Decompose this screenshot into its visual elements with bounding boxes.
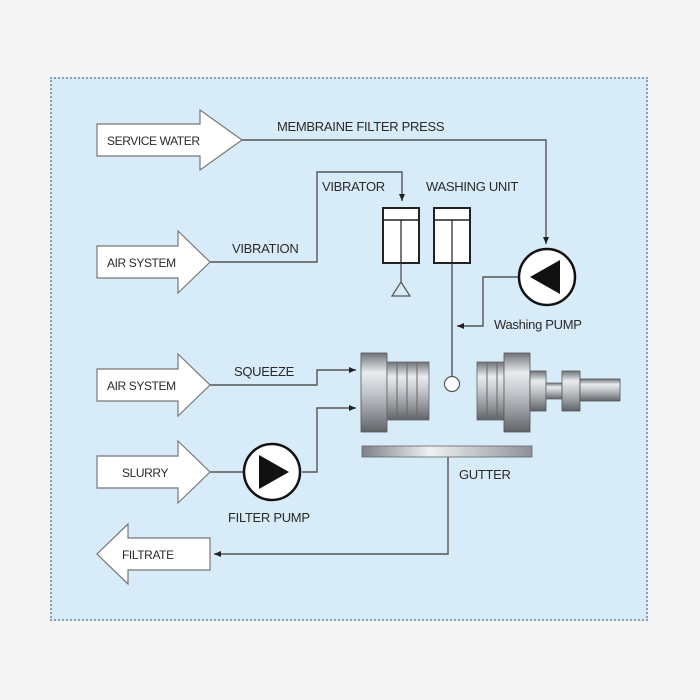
filtrate-label: FILTRATE <box>122 548 174 562</box>
vibrator-label: VIBRATOR <box>322 179 385 194</box>
gutter-label: GUTTER <box>459 467 511 482</box>
washing-unit <box>433 207 471 264</box>
slurry-label: SLURRY <box>122 466 168 480</box>
slurry-line <box>210 405 356 473</box>
squeeze-label: SQUEEZE <box>234 364 295 379</box>
filtrate-line <box>214 452 449 557</box>
vibration-label: VIBRATION <box>232 241 298 256</box>
air-system-vibration-arrow: AIR SYSTEM <box>96 229 211 295</box>
filter-pump-label: FILTER PUMP <box>228 510 310 525</box>
filter-press-left-head <box>360 352 430 433</box>
washing-pump-icon <box>517 247 577 307</box>
squeeze-line <box>210 367 356 386</box>
service-water-line <box>242 139 549 244</box>
filter-press-right-head <box>476 352 621 433</box>
diagram-frame <box>50 77 648 621</box>
filtrate-arrow: FILTRATE <box>96 522 211 586</box>
vibrator-unit <box>382 207 420 297</box>
washing-pump-line <box>451 263 519 376</box>
gutter <box>361 445 533 458</box>
washing-pump-label: Washing PUMP <box>494 317 582 332</box>
filter-pump-icon <box>242 442 302 502</box>
air-system-squeeze-label: AIR SYSTEM <box>107 379 176 393</box>
air-system-vibration-label: AIR SYSTEM <box>107 256 176 270</box>
title-label: MEMBRAINE FILTER PRESS <box>277 119 445 134</box>
air-system-squeeze-arrow: AIR SYSTEM <box>96 352 211 418</box>
service-water-arrow: SERVICE WATER <box>96 108 244 172</box>
slurry-arrow: SLURRY <box>96 439 211 505</box>
service-water-label: SERVICE WATER <box>107 134 200 148</box>
nozzle-icon <box>443 375 461 393</box>
vibrator-triangle-icon <box>390 280 412 297</box>
vibration-line <box>210 171 405 263</box>
washing-unit-label: WASHING UNIT <box>426 179 518 194</box>
